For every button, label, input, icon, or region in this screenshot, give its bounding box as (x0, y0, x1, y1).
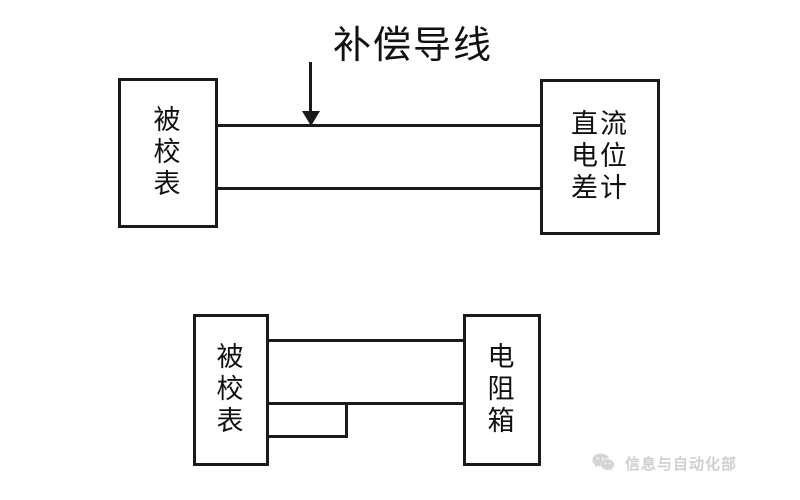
bottom-circuit-middle-wire (268, 402, 464, 405)
block-line: 阻 (487, 374, 517, 406)
arrow-head-icon (302, 111, 320, 126)
block-line: 校 (153, 137, 183, 169)
block-line: 电 (487, 342, 517, 374)
bottom-circuit-shorting-link-riser (345, 402, 348, 438)
block-line: 表 (216, 405, 246, 437)
bottom-circuit-shorting-link-horizontal (268, 435, 348, 438)
wechat-logo-icon (590, 450, 616, 476)
block-line: 直流 (571, 109, 629, 141)
watermark-text: 信息与自动化部 (625, 454, 738, 473)
bottom-block-device-under-test: 被 校 表 (193, 314, 269, 466)
compensation-wire-label: 补偿导线 (333, 23, 494, 67)
top-block-dc-potentiometer: 直流 电位 差计 (540, 79, 660, 235)
top-circuit-upper-wire (218, 124, 542, 127)
block-line: 校 (216, 374, 246, 406)
block-line: 被 (153, 105, 183, 137)
watermark: 信息与自动化部 (590, 450, 737, 476)
block-line: 表 (153, 168, 183, 200)
block-line: 电位 (571, 141, 629, 173)
block-line: 被 (216, 342, 246, 374)
block-line: 箱 (487, 405, 517, 437)
leader-line (309, 62, 312, 113)
bottom-block-resistance-box: 电 阻 箱 (463, 314, 541, 466)
block-line: 差计 (571, 172, 629, 204)
bottom-circuit-upper-wire (268, 339, 464, 342)
top-circuit-lower-wire (218, 187, 542, 190)
top-block-device-under-test: 被 校 表 (118, 78, 218, 228)
